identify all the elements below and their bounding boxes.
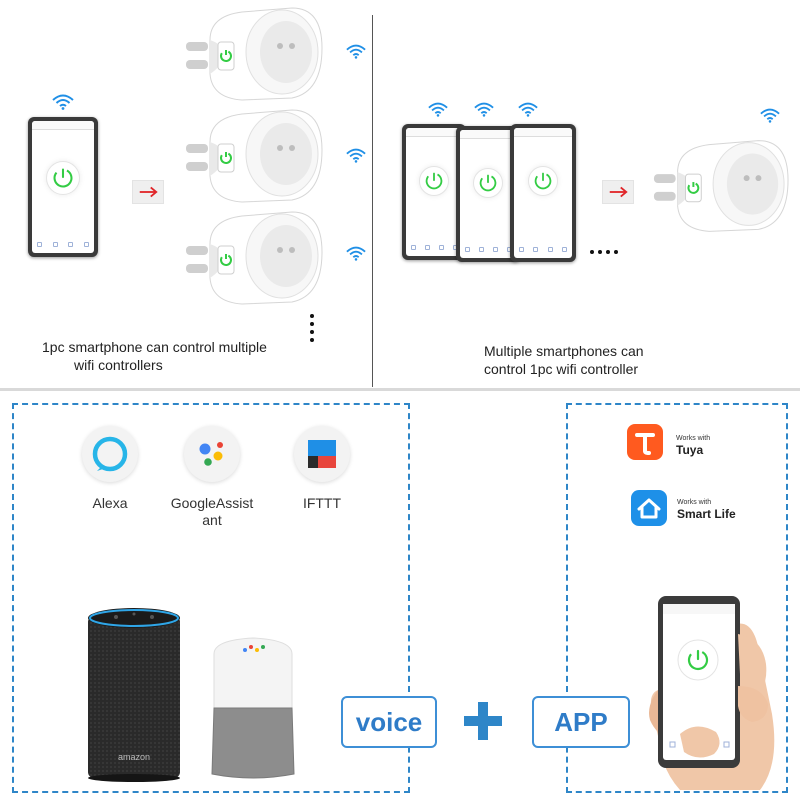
smart-life-works-with: Works with: [677, 499, 712, 506]
more-dot: [614, 250, 618, 254]
google-assistant-label: GoogleAssist ant: [160, 495, 264, 529]
smart-plug-3: [182, 208, 324, 306]
alexa-icon: [82, 426, 138, 482]
smart-life-caption: Works with Smart Life: [677, 498, 777, 521]
ifttt-icon: [294, 426, 350, 482]
power-ring: [528, 166, 558, 196]
tuya-caption: Works with Tuya: [676, 434, 776, 457]
app-header: [514, 128, 572, 137]
left-caption: 1pc smartphone can control multiple wifi…: [42, 338, 312, 374]
wifi-icon: [52, 94, 74, 110]
wifi-icon: [518, 102, 538, 117]
google-assistant-label-line-1: GoogleAssist: [170, 495, 254, 511]
wifi-icon: [760, 108, 780, 123]
hand-holding-phone: [640, 594, 784, 790]
smartphone: [402, 124, 466, 260]
app-tab-bar: [32, 242, 94, 247]
wifi-icon: [346, 148, 366, 163]
right-caption: Multiple smartphones can control 1pc wif…: [484, 342, 724, 378]
more-dot: [310, 322, 314, 326]
right-caption-line-1: Multiple smartphones can: [484, 343, 644, 359]
app-header: [460, 130, 516, 139]
power-icon: [53, 168, 73, 188]
app-tab-bar: [406, 245, 462, 250]
power-ring: [473, 168, 503, 198]
power-ring: [46, 161, 80, 195]
more-dot: [590, 250, 594, 254]
left-caption-line-2: wifi controllers: [74, 357, 163, 373]
wifi-icon: [474, 102, 494, 117]
vertical-divider: [372, 15, 373, 387]
app-header: [406, 128, 462, 137]
app-tab-bar: [514, 247, 572, 252]
smart-life-app-icon: [631, 490, 667, 526]
left-caption-line-1: 1pc smartphone can control multiple: [42, 339, 267, 355]
smart-life-name: Smart Life: [677, 507, 736, 521]
more-dot: [598, 250, 602, 254]
right-caption-line-2: control 1pc wifi controller: [484, 361, 639, 377]
wifi-icon: [346, 44, 366, 59]
speaker-brand-label: amazon: [117, 752, 151, 762]
more-dot: [310, 338, 314, 342]
more-dot: [310, 330, 314, 334]
more-dot: [310, 314, 314, 318]
arrow-right-icon: [602, 180, 634, 204]
plus-icon: [462, 700, 504, 742]
smartphone: [510, 124, 576, 262]
google-home-speaker: [208, 636, 298, 782]
power-icon: [534, 172, 552, 190]
smart-plug-2: [182, 106, 324, 204]
tuya-app-icon: [627, 424, 663, 460]
alexa-label: Alexa: [92, 495, 128, 511]
google-assistant-label-line-2: ant: [202, 512, 222, 528]
app-badge: APP: [532, 696, 630, 748]
smart-plug: [650, 136, 790, 234]
google-assistant-icon: [184, 426, 240, 482]
voice-panel: [12, 403, 410, 793]
app-tab-bar: [460, 247, 516, 252]
more-dot: [606, 250, 610, 254]
smartphone: [456, 126, 520, 262]
smartphone: [28, 117, 98, 257]
wifi-icon: [346, 246, 366, 261]
power-icon: [425, 172, 443, 190]
section-divider: [0, 388, 800, 391]
app-header: [32, 121, 94, 130]
tuya-name: Tuya: [676, 443, 704, 457]
tuya-works-with: Works with: [676, 435, 711, 442]
power-ring: [419, 166, 449, 196]
amazon-echo-speaker: [86, 606, 182, 782]
smart-plug-1: [182, 4, 324, 102]
wifi-icon: [428, 102, 448, 117]
app-panel: [566, 403, 788, 793]
power-icon: [479, 174, 497, 192]
ifttt-label: IFTTT: [302, 495, 342, 511]
voice-badge: voice: [341, 696, 437, 748]
arrow-right-icon: [132, 180, 164, 204]
